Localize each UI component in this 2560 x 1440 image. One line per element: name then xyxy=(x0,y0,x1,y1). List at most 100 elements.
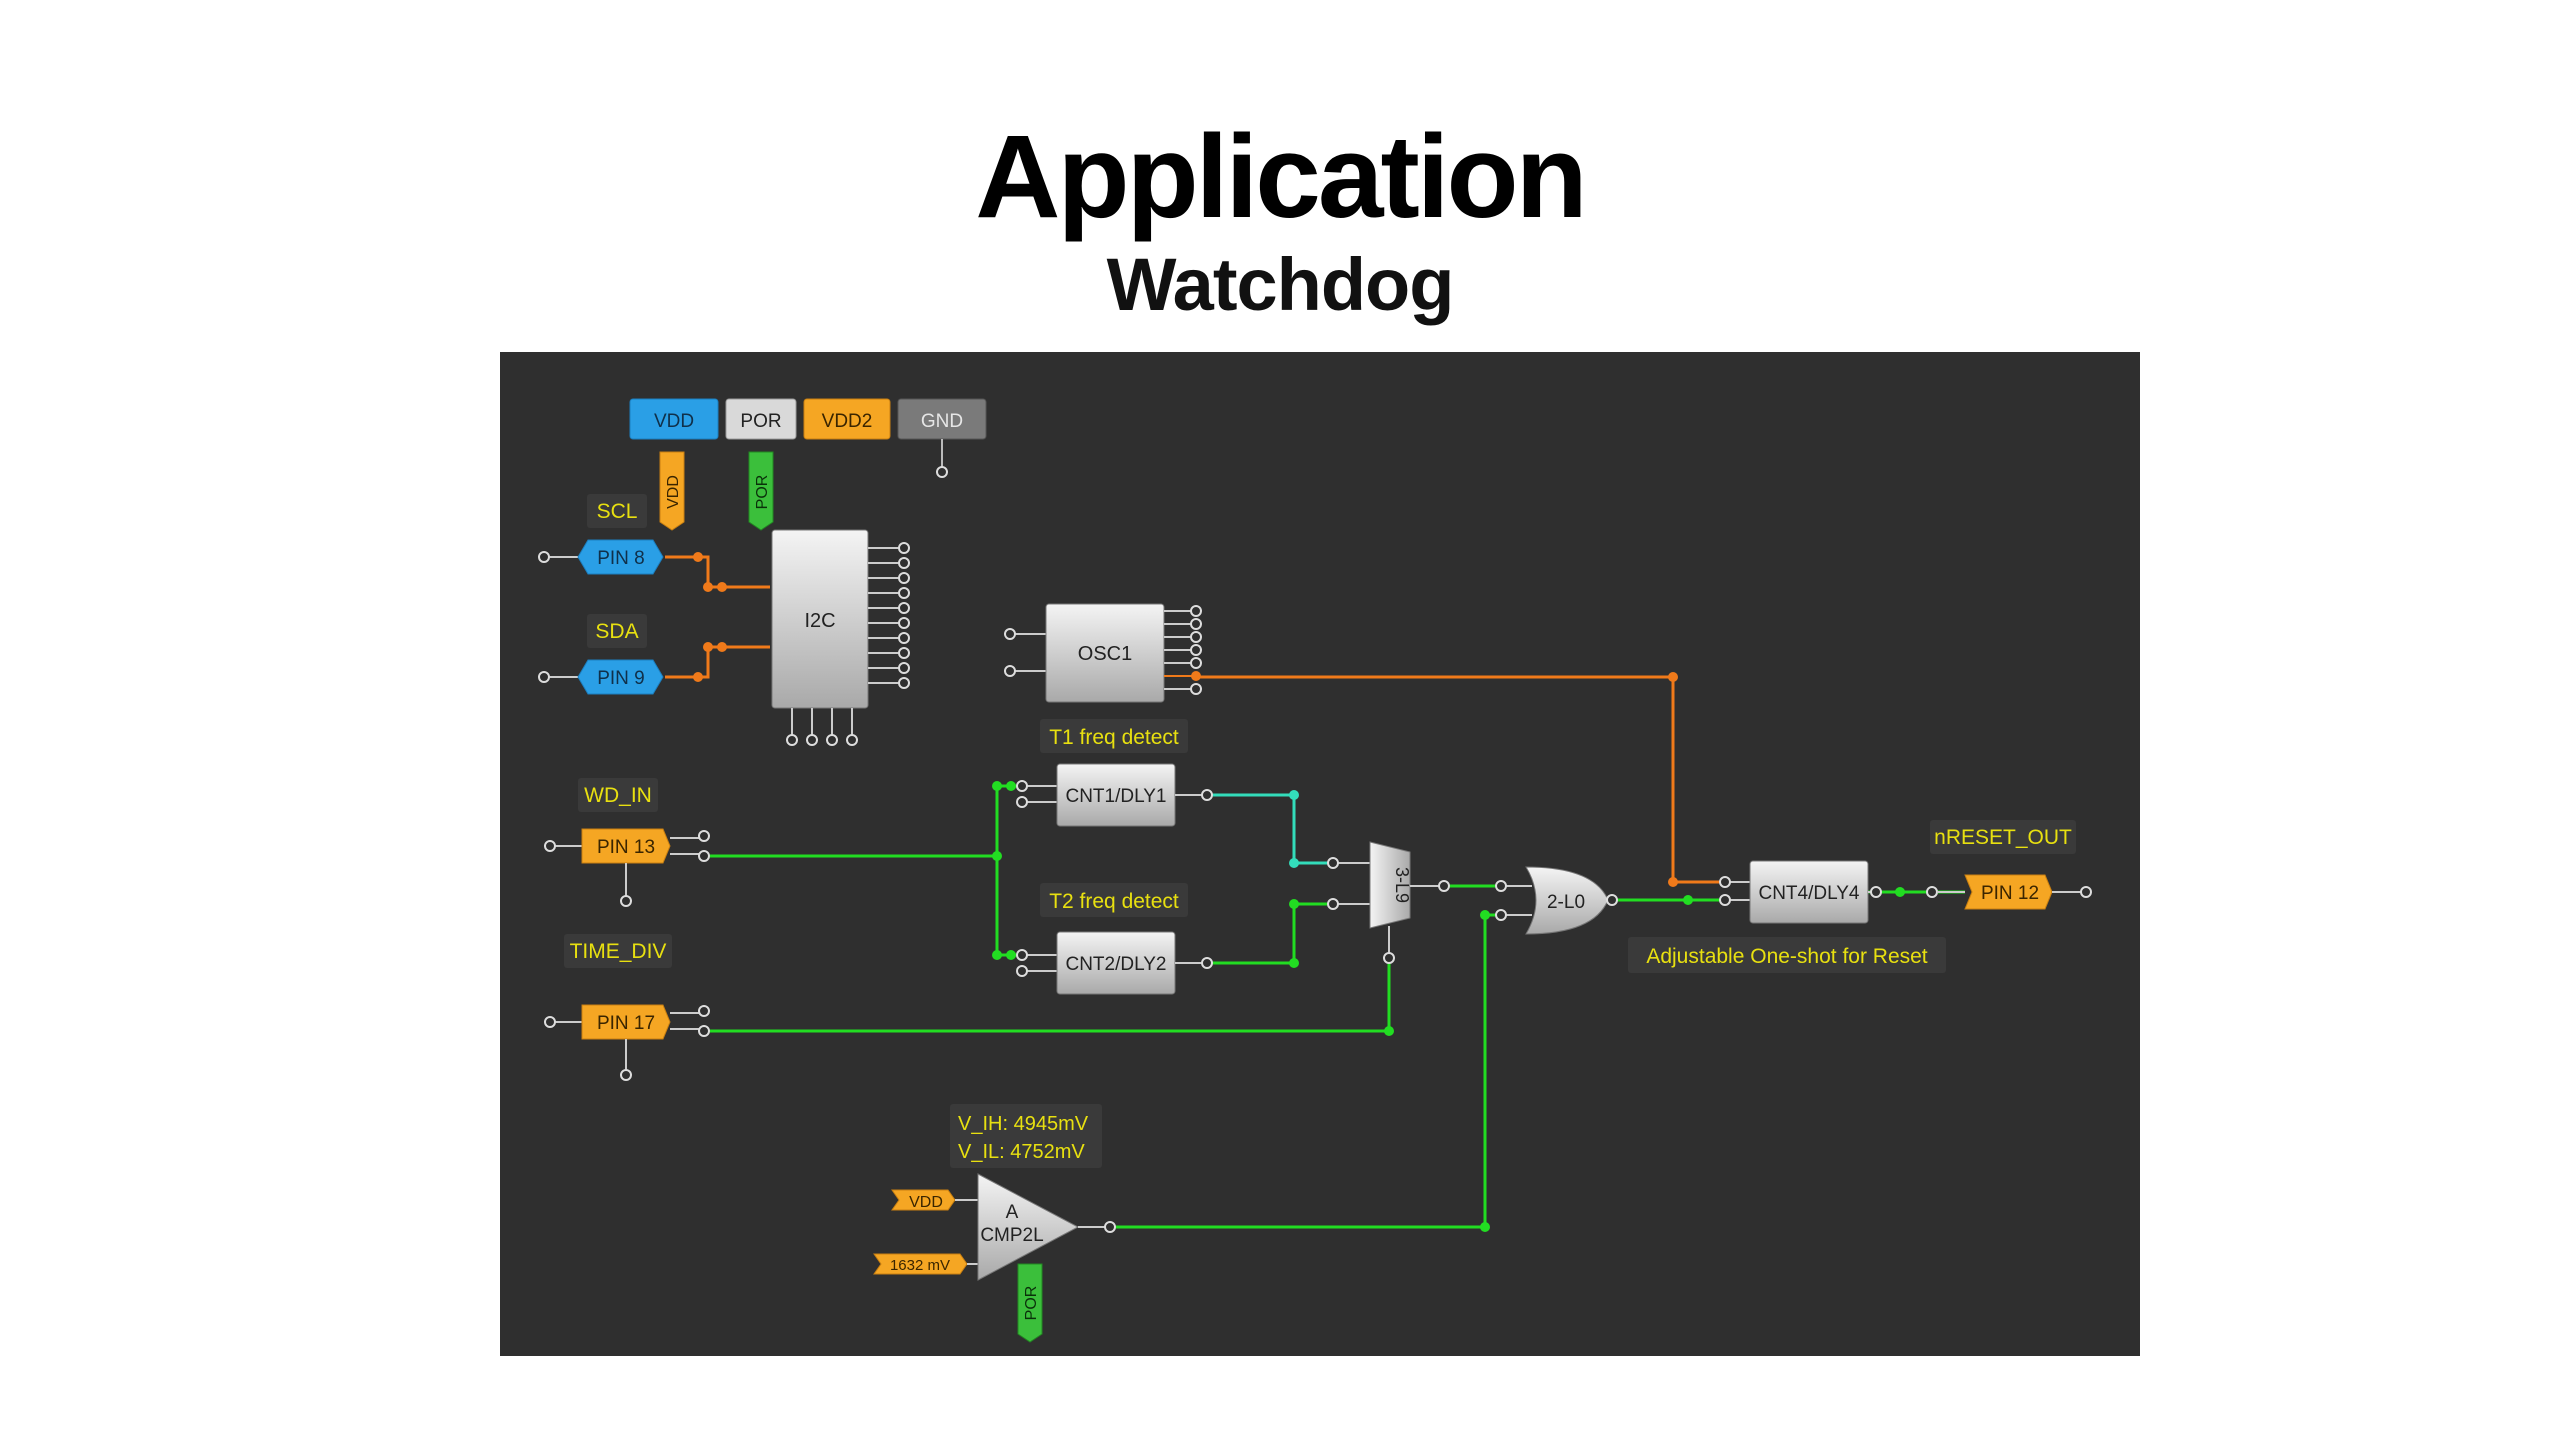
cnt2-in-terminal[interactable] xyxy=(1016,949,1028,961)
wire-node xyxy=(1289,958,1299,968)
wire-time-div xyxy=(705,958,1391,1033)
pin12-block[interactable] xyxy=(1964,874,2053,910)
wd-in-label: WD_IN xyxy=(584,784,652,807)
cmp-out-terminal[interactable] xyxy=(1104,1221,1116,1233)
cnt4-in-terminal[interactable] xyxy=(1719,894,1731,906)
lut2-in-terminal[interactable] xyxy=(1495,880,1507,892)
pin17-block[interactable] xyxy=(581,1004,671,1040)
pin8-block[interactable] xyxy=(577,539,664,575)
osc1-group: OSC1 xyxy=(1004,603,1202,703)
pin8-terminal[interactable] xyxy=(538,551,550,563)
pin13-label: PIN 13 xyxy=(597,837,655,858)
por-button[interactable] xyxy=(725,398,797,440)
vdd-button[interactable] xyxy=(629,398,719,440)
pin13-out-terminal[interactable] xyxy=(698,850,710,862)
t2-label: T2 freq detect xyxy=(1049,890,1179,913)
cmp-threshold-box xyxy=(950,1104,1102,1168)
osc1-in-terminal[interactable] xyxy=(1004,665,1016,677)
schematic-svg: VDD POR VDD2 GND VDD POR SCL PIN 8 SDA P… xyxy=(538,398,2092,1343)
cmp-ref-label: 1632 mV xyxy=(890,1257,950,1274)
t1-label-box xyxy=(1040,719,1188,753)
wire-node xyxy=(1895,887,1905,897)
power-bar: VDD POR VDD2 GND VDD POR xyxy=(629,398,987,531)
lut3-label: 3-L9 xyxy=(1392,867,1412,903)
lut2-group: 2-L0 xyxy=(1495,866,1618,935)
cmp-a-label: A xyxy=(1006,1202,1019,1223)
pin9-terminal[interactable] xyxy=(538,671,550,683)
pin12-in-terminal[interactable] xyxy=(1926,886,1938,898)
lut3-in-terminal[interactable] xyxy=(1327,857,1339,869)
cmp-por-tag xyxy=(1017,1263,1043,1343)
osc1-clk-out[interactable] xyxy=(1191,671,1201,681)
cnt1-in-terminal[interactable] xyxy=(1016,780,1028,792)
lut2-out-terminal[interactable] xyxy=(1606,894,1618,906)
gnd-terminal[interactable] xyxy=(936,466,948,478)
vdd-button-label: VDD xyxy=(654,411,694,432)
pin13-out-terminal[interactable] xyxy=(698,830,710,842)
pin17-out-terminal[interactable] xyxy=(698,1005,710,1017)
cnt4-out-terminal[interactable] xyxy=(1870,886,1882,898)
osc1-label: OSC1 xyxy=(1078,643,1132,665)
pin13-terminal[interactable] xyxy=(544,840,556,852)
pin17-out-terminal[interactable] xyxy=(698,1025,710,1037)
cnt2-group: T2 freq detect CNT2/DLY2 xyxy=(1016,883,1213,995)
lut2-in-terminal[interactable] xyxy=(1495,909,1507,921)
sda-label: SDA xyxy=(595,620,638,643)
vdd-tag-label: VDD xyxy=(665,475,682,509)
vdd2-button[interactable] xyxy=(803,398,891,440)
cmp-name-label: CMP2L xyxy=(980,1225,1043,1246)
lut3-block[interactable] xyxy=(1369,841,1411,929)
pin9-group: SDA PIN 9 xyxy=(538,614,664,695)
pin9-block[interactable] xyxy=(577,659,664,695)
cnt1-out-terminal[interactable] xyxy=(1201,789,1213,801)
wire-node xyxy=(992,851,1002,861)
pin8-label: PIN 8 xyxy=(597,548,645,569)
osc1-block[interactable] xyxy=(1045,603,1165,703)
cnt2-label: CNT2/DLY2 xyxy=(1065,954,1166,975)
cnt4-note-box xyxy=(1628,937,1946,973)
pin17-oe-terminal[interactable] xyxy=(620,1069,632,1081)
wire-node xyxy=(703,642,713,652)
time-div-label: TIME_DIV xyxy=(570,940,667,963)
wire-node xyxy=(992,781,1002,791)
pin17-group: TIME_DIV PIN 17 xyxy=(544,934,710,1081)
lut3-out-terminal[interactable] xyxy=(1438,880,1450,892)
schematic-canvas[interactable]: VDD POR VDD2 GND VDD POR SCL PIN 8 SDA P… xyxy=(500,352,2140,1356)
vdd-tag xyxy=(659,451,685,531)
pin9-label: PIN 9 xyxy=(597,668,645,689)
wire-node xyxy=(1289,790,1299,800)
pin12-group: nRESET_OUT PIN 12 xyxy=(1926,820,2092,910)
osc1-outputs xyxy=(1164,605,1202,695)
wire-node xyxy=(717,582,727,592)
pin8-group: SCL PIN 8 xyxy=(538,494,664,575)
lut2-block[interactable] xyxy=(1525,866,1609,935)
cnt1-group: T1 freq detect CNT1/DLY1 xyxy=(1016,719,1213,827)
wires xyxy=(665,552,1965,1232)
cnt2-out-terminal[interactable] xyxy=(1201,957,1213,969)
cmp-vdd-tag xyxy=(891,1189,956,1211)
wire-node xyxy=(693,552,703,562)
wire-node xyxy=(1668,877,1678,887)
pin12-out-terminal[interactable] xyxy=(2080,886,2092,898)
cnt1-in-terminal[interactable] xyxy=(1016,796,1028,808)
osc1-in-terminal[interactable] xyxy=(1004,628,1016,640)
i2c-block[interactable] xyxy=(771,529,869,709)
lut3-in-terminal[interactable] xyxy=(1327,898,1339,910)
cnt2-in-terminal[interactable] xyxy=(1016,965,1028,977)
cmp-block[interactable] xyxy=(977,1173,1080,1281)
vdd2-button-label: VDD2 xyxy=(822,411,873,432)
wire-cnt2-out xyxy=(1207,902,1333,965)
pin13-block[interactable] xyxy=(581,828,671,864)
cnt4-note: Adjustable One-shot for Reset xyxy=(1646,945,1927,968)
lut2-label: 2-L0 xyxy=(1547,892,1585,913)
wire-scl xyxy=(665,555,770,589)
cmp-group: V_IH: 4945mV V_IL: 4752mV VDD 1632 mV A … xyxy=(873,1104,1116,1343)
wire-node xyxy=(693,672,703,682)
wire-node xyxy=(1289,858,1299,868)
scl-label: SCL xyxy=(597,500,638,523)
cnt4-in-terminal[interactable] xyxy=(1719,876,1731,888)
lut3-in-terminal[interactable] xyxy=(1383,952,1395,964)
wire-sda xyxy=(665,645,770,679)
pin13-oe-terminal[interactable] xyxy=(620,895,632,907)
pin17-terminal[interactable] xyxy=(544,1016,556,1028)
